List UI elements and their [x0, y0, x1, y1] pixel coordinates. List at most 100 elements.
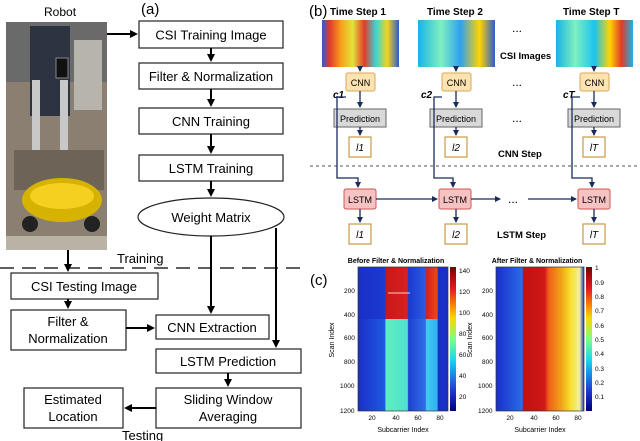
time-step-t-label: Time Step T	[563, 7, 620, 18]
xtick-after-20: 20	[506, 415, 514, 422]
flow-arrows	[64, 30, 280, 412]
colorbar-after	[586, 267, 592, 411]
cnn-label-t: CNN	[585, 78, 605, 88]
ytick-before-1200: 1200	[340, 408, 355, 415]
cbar-before-120: 120	[459, 289, 470, 296]
heatmap-before: Before Filter & Normalization 200 400 60…	[329, 258, 470, 434]
step-lstm-training: LSTM Training	[169, 161, 254, 176]
lstm-output-box-t	[582, 223, 606, 245]
sliding-window-line1: Sliding Window	[184, 392, 273, 407]
time-step-1-label: Time Step 1	[330, 7, 386, 18]
ellipsis-lstm: ...	[508, 192, 518, 206]
cbar-before-60: 60	[459, 352, 467, 359]
prediction-label-2: Prediction	[436, 114, 476, 124]
lstm-label-2: LSTM	[443, 195, 467, 205]
cnn-label-1: CNN	[351, 78, 371, 88]
cnn-output-t: lT	[590, 143, 599, 154]
cbar-before-140: 140	[459, 268, 470, 275]
robot-label: Robot	[44, 5, 77, 19]
c-label-1: c1	[333, 90, 345, 101]
colorbar-before	[450, 267, 456, 411]
ytick-after-400: 400	[482, 312, 493, 319]
cnn-extraction-label: CNN Extraction	[167, 320, 257, 335]
panel-b-connectors	[336, 66, 597, 223]
ytick-after-800: 800	[482, 359, 493, 366]
panel-b: (b) Time Step 1 Time Step 2 Time Step T …	[309, 3, 640, 245]
cnn-output-1: l1	[356, 143, 364, 154]
ytick-after-200: 200	[482, 288, 493, 295]
ytick-before-400: 400	[344, 312, 355, 319]
lstm-training-box	[138, 154, 284, 182]
robot-photo	[6, 22, 107, 250]
cbar-before-80: 80	[459, 331, 467, 338]
cnn-output-box-t	[582, 136, 606, 158]
ytick-before-600: 600	[344, 335, 355, 342]
cbar-after-0.4: 0.4	[595, 351, 604, 358]
ellipsis-prediction: ...	[512, 111, 522, 125]
csi-testing-image-label: CSI Testing Image	[31, 279, 137, 294]
filter-test-line2: Normalization	[28, 331, 107, 346]
cbar-after-0.7: 0.7	[595, 308, 604, 315]
testing-label: Testing	[122, 428, 163, 441]
cnn-output-2: l2	[452, 143, 460, 154]
cbar-after-0.6: 0.6	[595, 323, 604, 330]
heatmap-after-title: After Filter & Normalization	[492, 258, 583, 265]
ytick-before-1000: 1000	[340, 383, 355, 390]
lstm-output-2: l2	[452, 230, 460, 241]
lstm-prediction-box	[155, 348, 302, 374]
csi-image-t	[556, 20, 633, 67]
cbar-before-40: 40	[459, 373, 467, 380]
cbar-after-0.2: 0.2	[595, 380, 604, 387]
cbar-after-0.1: 0.1	[595, 394, 604, 401]
csi-image-1	[322, 20, 399, 67]
lstm-output-t: lT	[590, 230, 599, 241]
ytick-after-1200: 1200	[478, 408, 493, 415]
ellipsis-cnn: ...	[512, 75, 522, 89]
heatmap-before-ylabel: Scan Index	[329, 322, 336, 358]
xtick-before-60: 60	[414, 415, 422, 422]
filter-normalization-test-box	[10, 309, 127, 351]
lstm-output-box-2	[444, 223, 468, 245]
estimated-location-box	[23, 387, 124, 429]
step-csi-training: CSI Training Image	[155, 28, 266, 43]
prediction-label-t: Prediction	[574, 114, 614, 124]
step-cnn-training: CNN Training	[172, 114, 250, 129]
csi-images-label: CSI Images	[500, 51, 551, 62]
xtick-before-40: 40	[392, 415, 400, 422]
training-label: Training	[117, 251, 163, 266]
cnn-output-box-1	[348, 136, 372, 158]
cbar-before-100: 100	[459, 310, 470, 317]
panel-a-label: (a)	[141, 1, 159, 18]
lstm-label-t: LSTM	[582, 195, 606, 205]
c-label-2: c2	[421, 90, 433, 101]
csi-image-2	[418, 20, 495, 67]
xtick-after-40: 40	[530, 415, 538, 422]
panel-c-label: (c)	[310, 272, 328, 289]
cbar-after-0.3: 0.3	[595, 366, 604, 373]
cbar-after-0.9: 0.9	[595, 280, 604, 287]
cnn-label-2: CNN	[447, 78, 467, 88]
panel-a: (a) Robot CSI Training Image Filter & No…	[0, 1, 305, 441]
xtick-before-80: 80	[436, 415, 444, 422]
c-label-t: cT	[563, 90, 576, 101]
csi-training-image-box	[138, 20, 284, 49]
panel-b-label: (b)	[309, 3, 327, 20]
ytick-before-200: 200	[344, 288, 355, 295]
lstm-step-label: LSTM Step	[497, 230, 546, 241]
ytick-after-600: 600	[482, 335, 493, 342]
lstm-label-1: LSTM	[348, 195, 372, 205]
cnn-training-box	[138, 107, 284, 135]
cbar-before-20: 20	[459, 394, 467, 401]
ytick-after-1000: 1000	[478, 383, 493, 390]
heatmap-before-title: Before Filter & Normalization	[348, 258, 444, 265]
heatmap-after-ylabel: Scan Index	[467, 322, 474, 358]
cnn-extraction-box	[155, 314, 270, 340]
time-step-2-label: Time Step 2	[427, 7, 483, 18]
cbar-after-1: 1	[595, 265, 599, 272]
weight-matrix-label: Weight Matrix	[171, 210, 251, 225]
xtick-before-20: 20	[368, 415, 376, 422]
heatmap-after-xlabel: Subcarrier Index	[514, 427, 566, 434]
sliding-window-box	[155, 387, 302, 429]
xtick-after-80: 80	[574, 415, 582, 422]
